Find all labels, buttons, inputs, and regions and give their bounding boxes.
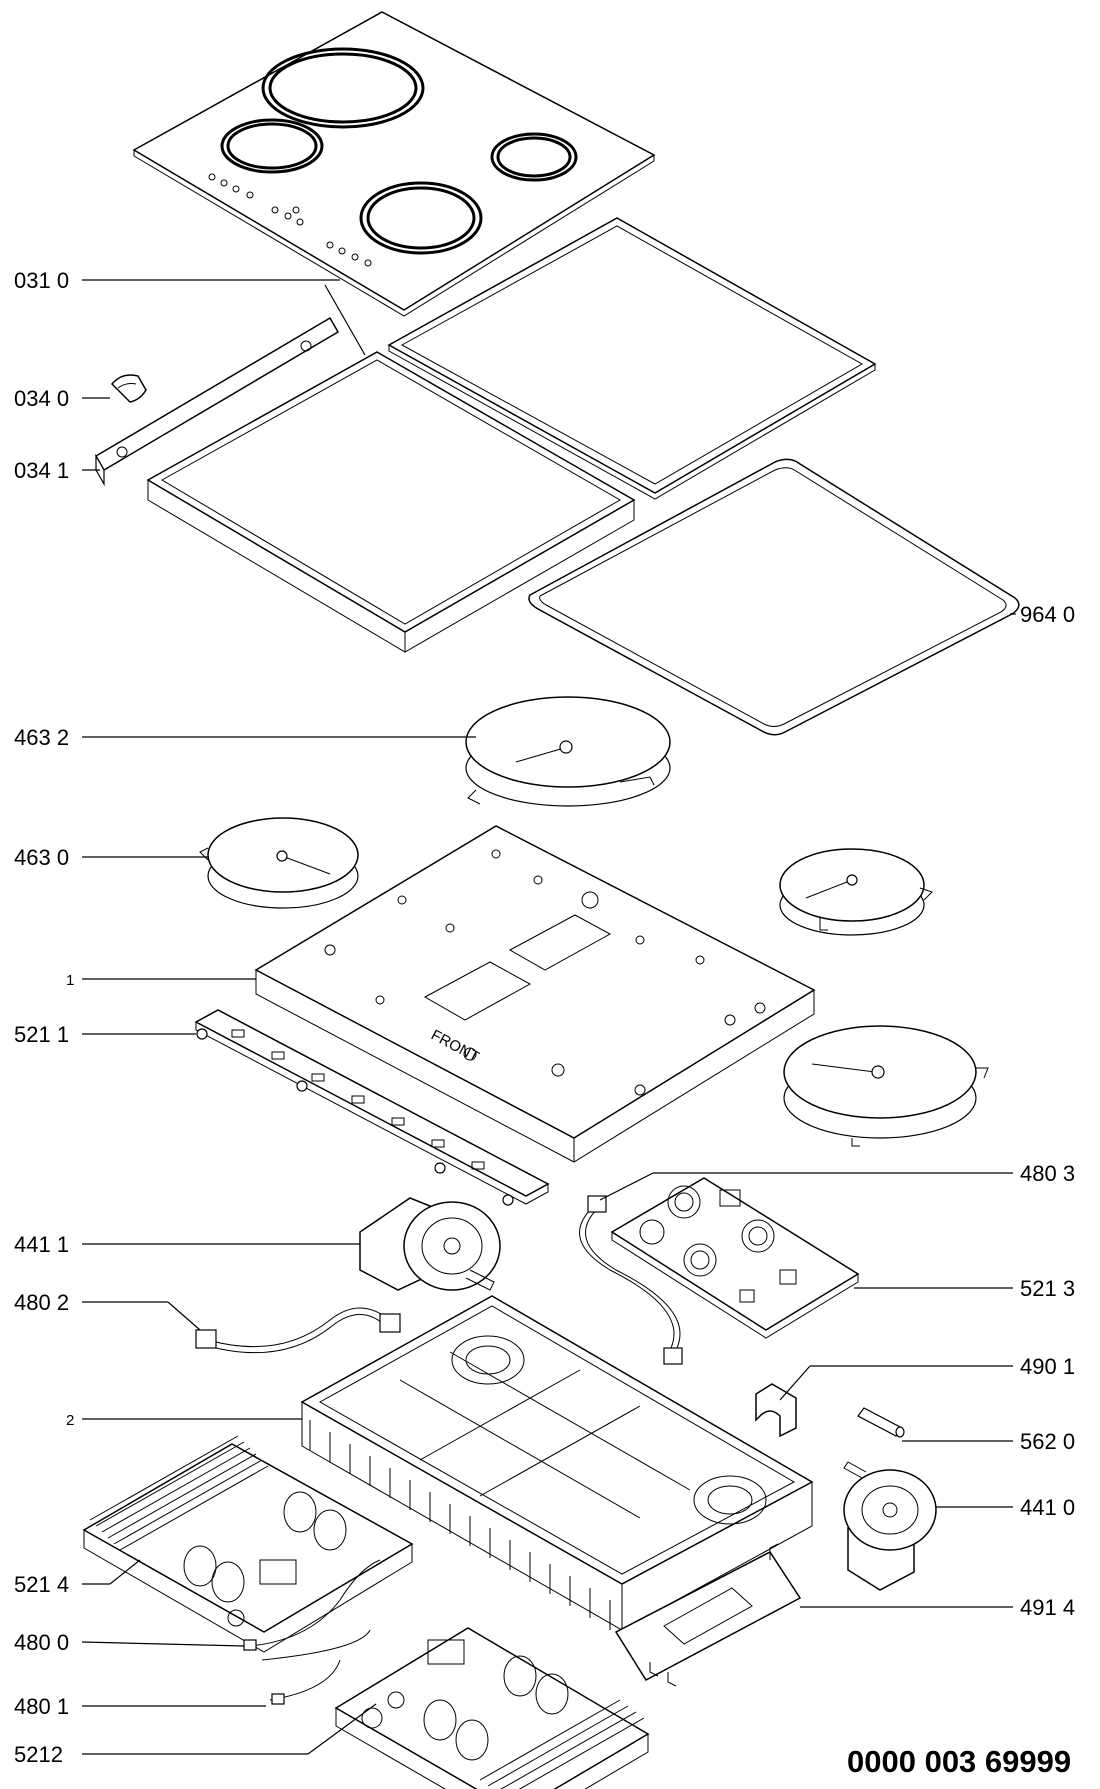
heating-element-left [199,817,359,909]
label-964-0: 964 0 [1020,602,1075,627]
heating-element-right-small [779,848,933,936]
label-441-1: 441 1 [14,1232,69,1257]
label-521-4: 521 4 [14,1572,69,1597]
power-board-4 [82,1435,414,1653]
power-board-3 [610,1177,860,1339]
label-1: 1 [66,972,74,989]
label-480-0: 480 0 [14,1630,69,1655]
label-034-0: 034 0 [14,386,69,411]
power-board-2 [334,1627,650,1789]
frame-gasket [387,217,877,500]
cover-plate [614,1543,802,1687]
support-frame [146,351,636,653]
heating-element-large [465,696,671,807]
label-031-0: 031 0 [14,268,69,293]
label-441-0: 441 0 [1020,1495,1075,1520]
cable-harness-0 [243,1559,381,1705]
cable-harness-3 [579,1195,683,1365]
housing-tray [300,1295,814,1631]
heating-element-right-large [783,1025,989,1147]
label-2: 2 [66,1412,74,1429]
label-034-1: 034 1 [14,458,69,483]
label-521-1: 521 1 [14,1022,69,1047]
ceramic-glass-top [132,11,656,317]
label-480-2: 480 2 [14,1290,69,1315]
cable-harness-2 [195,1307,401,1354]
holder-bracket [755,1383,797,1438]
clip [110,374,147,403]
label-562-0: 562 0 [1020,1429,1075,1454]
document-number: 0000 003 69999 [847,1744,1071,1779]
base-plate: FRONT [254,825,816,1163]
label-491-4: 491 4 [1020,1595,1075,1620]
label-521-3: 521 3 [1020,1276,1075,1301]
label-480-3: 480 3 [1020,1161,1075,1186]
label-463-2: 463 2 [14,725,69,750]
fan-blower-1 [359,1197,501,1291]
fuse [857,1407,905,1438]
leader-lines [81,279,1016,1755]
label-480-1: 480 1 [14,1694,69,1719]
label-463-0: 463 0 [14,845,69,870]
fan-blower-0 [843,1461,937,1591]
label-490-1: 490 1 [1020,1354,1075,1379]
control-board [194,1009,550,1206]
label-5212: 5212 [14,1742,63,1767]
